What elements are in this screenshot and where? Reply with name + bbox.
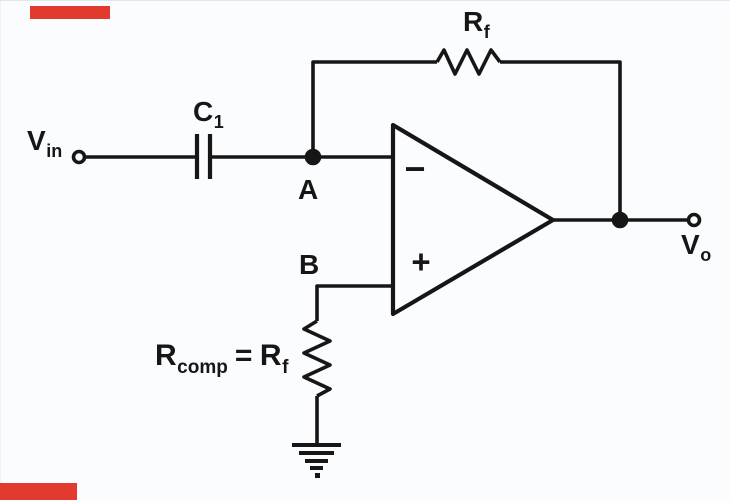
input-terminal-circle <box>71 149 87 165</box>
label-node-b: B <box>299 249 320 280</box>
feedback-wire-right <box>500 60 622 220</box>
output-node-dot <box>611 211 629 229</box>
red-accent-bar-top <box>30 6 110 19</box>
label-node-a: A <box>298 174 319 205</box>
label-rcomp-equals-rf: Rcomp=Rf <box>155 339 289 378</box>
red-accent-bar-bottom <box>0 483 77 500</box>
label-vin: Vin <box>27 125 63 161</box>
wire-node-b-to-opamp <box>315 284 393 321</box>
feedback-wire-left <box>311 60 437 157</box>
opamp-noninverting-input-sign: + <box>411 243 431 280</box>
opamp-inverting-input-sign: − <box>404 148 426 189</box>
label-rf: Rf <box>463 6 490 42</box>
ground-icon <box>292 443 341 478</box>
opamp-triangle <box>390 122 556 317</box>
output-terminal-circle <box>686 212 702 228</box>
label-vo: Vo <box>681 229 712 265</box>
label-c1: C1 <box>193 96 224 132</box>
resistor-rf-zigzag <box>435 48 502 76</box>
resistor-rcomp-zigzag <box>302 319 332 398</box>
